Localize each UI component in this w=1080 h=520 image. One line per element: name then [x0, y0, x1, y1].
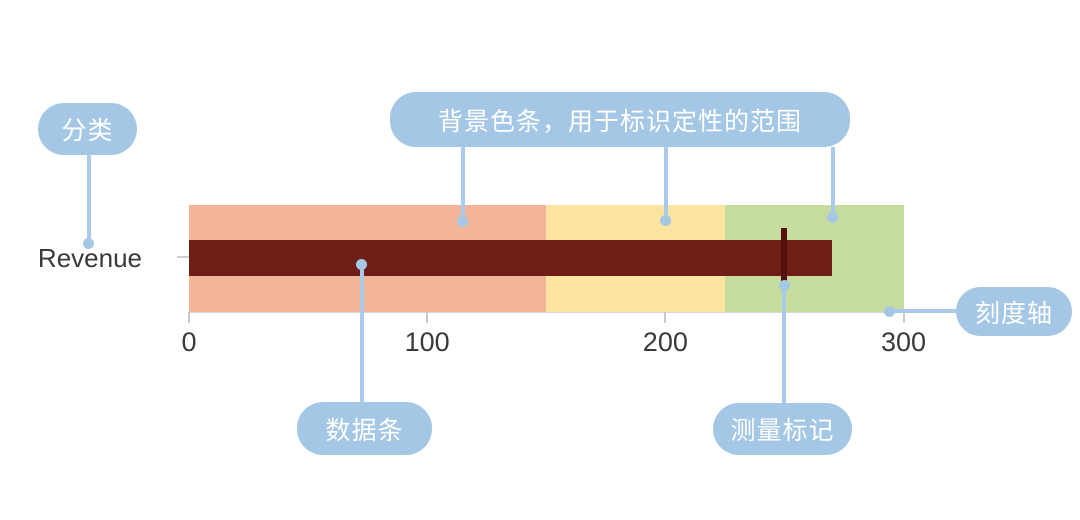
axis-tick-label: 100: [404, 327, 450, 357]
callout-ranges-label: 背景色条，用于标识定性的范围: [437, 107, 802, 136]
connector-dot: [457, 216, 468, 227]
callout-marker-label: 测量标记: [730, 417, 835, 445]
connector-dot: [356, 259, 367, 270]
callout-marker: 测量标记: [713, 403, 852, 455]
axis-tick-label: 300: [880, 327, 927, 357]
axis-tick: [902, 312, 905, 323]
callout-connector-line: [461, 147, 465, 222]
measure-marker: [781, 228, 788, 282]
callout-connector-line: [87, 155, 91, 244]
category-axis-tick: [177, 256, 189, 258]
callout-category-label: 分类: [61, 117, 114, 145]
x-axis-line: [189, 311, 906, 313]
callout-bar: 数据条: [297, 402, 432, 455]
callout-axis: 刻度轴: [956, 287, 1072, 336]
callout-axis-label: 刻度轴: [974, 299, 1053, 328]
callout-category: 分类: [38, 103, 137, 155]
callout-ranges: 背景色条，用于标识定性的范围: [390, 92, 850, 147]
axis-tick: [664, 312, 667, 323]
callout-connector-line: [831, 147, 835, 218]
connector-dot: [827, 212, 838, 223]
connector-dot: [83, 238, 94, 249]
callout-connector-line: [890, 309, 956, 313]
callout-bar-label: 数据条: [325, 416, 404, 445]
callout-connector-line: [360, 265, 364, 402]
data-bar: [189, 240, 833, 276]
category-label: Revenue: [37, 243, 142, 273]
axis-tick: [188, 312, 190, 323]
connector-dot: [779, 280, 790, 291]
callout-connector-line: [782, 286, 786, 403]
connector-dot: [660, 215, 671, 226]
axis-tick-label: 0: [181, 327, 197, 357]
connector-dot: [884, 306, 895, 317]
callout-connector-line: [664, 147, 668, 221]
axis-tick: [426, 312, 429, 323]
axis-tick-label: 200: [642, 327, 688, 357]
